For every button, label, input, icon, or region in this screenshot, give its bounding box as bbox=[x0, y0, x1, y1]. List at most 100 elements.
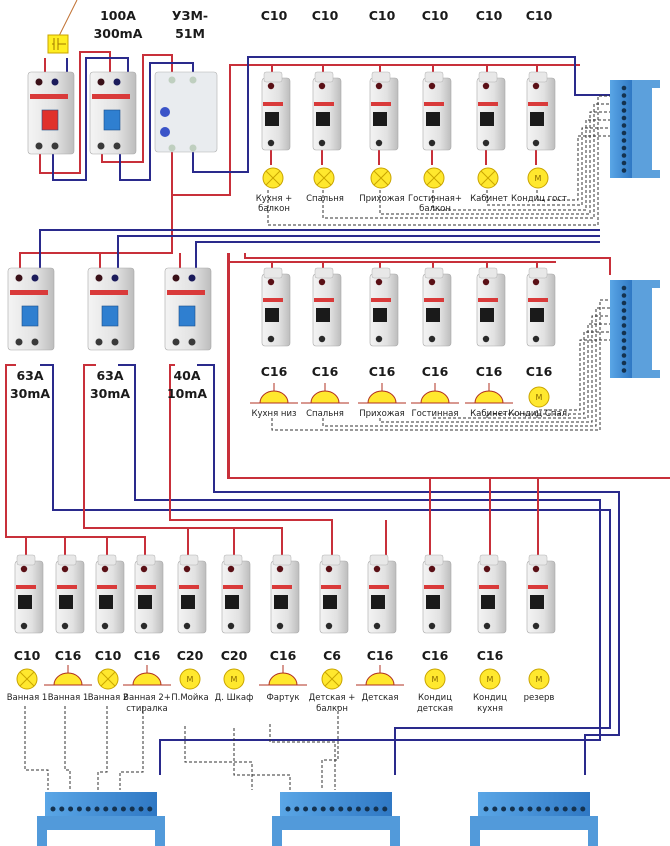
breaker-brand-strip bbox=[479, 585, 499, 589]
main-breaker[interactable] bbox=[27, 71, 75, 155]
breaker-toggle[interactable] bbox=[373, 112, 387, 126]
bottom-breaker-11[interactable] bbox=[526, 554, 556, 634]
breaker-toggle[interactable] bbox=[530, 308, 544, 322]
bottom-load-icon-1 bbox=[44, 665, 92, 686]
breaker-top bbox=[136, 554, 156, 566]
bottom-load-icon-3 bbox=[123, 665, 171, 686]
top-phase-bus bbox=[171, 64, 580, 196]
bottom-load-icon-10: M bbox=[479, 668, 501, 690]
top-breaker-5[interactable] bbox=[526, 71, 556, 151]
busbar-screw bbox=[355, 806, 361, 812]
main-rcd[interactable] bbox=[89, 71, 137, 155]
busbar-screw bbox=[621, 330, 627, 336]
busbar-screw bbox=[621, 345, 627, 351]
bottom-breaker-4[interactable] bbox=[177, 554, 207, 634]
top-breaker-4[interactable] bbox=[476, 71, 506, 151]
breaker-toggle[interactable] bbox=[265, 308, 279, 322]
bottom-load-label: Кондиц bbox=[473, 693, 507, 703]
breaker-toggle[interactable] bbox=[274, 595, 288, 609]
top-breaker-2[interactable] bbox=[369, 71, 399, 151]
rcd-handle[interactable] bbox=[41, 109, 59, 131]
ground-mid-1 bbox=[322, 307, 610, 427]
rcd-1[interactable] bbox=[87, 267, 135, 351]
relay-label-1: УЗМ- bbox=[172, 8, 208, 23]
bottom-load-label: Детская bbox=[362, 693, 399, 703]
rcd-brand-strip bbox=[92, 94, 130, 99]
breaker-toggle[interactable] bbox=[18, 595, 32, 609]
bottom-breaker-2[interactable] bbox=[95, 554, 125, 634]
breaker-toggle[interactable] bbox=[480, 112, 494, 126]
rcd-handle[interactable] bbox=[178, 305, 196, 327]
ground-mid-4 bbox=[486, 331, 610, 418]
busbar-bracket bbox=[470, 816, 598, 846]
bottom-load-label: Ванная 2 bbox=[88, 693, 129, 703]
terminal-bottom bbox=[428, 335, 436, 343]
bottom-load-icon-2 bbox=[97, 668, 119, 690]
breaker-top bbox=[478, 71, 498, 83]
breaker-toggle[interactable] bbox=[99, 595, 113, 609]
ground-bot-3 bbox=[119, 706, 144, 790]
busbar-bottom-left bbox=[37, 792, 165, 846]
mid-load-label: Прихожая bbox=[359, 409, 405, 419]
mid-breaker-0[interactable] bbox=[261, 267, 291, 347]
breaker-brand-strip bbox=[97, 585, 117, 589]
voltage-relay[interactable] bbox=[154, 71, 218, 153]
mid-breaker-4[interactable] bbox=[476, 267, 506, 347]
ground-mid-0 bbox=[271, 299, 610, 431]
breaker-toggle[interactable] bbox=[265, 112, 279, 126]
breaker-toggle[interactable] bbox=[225, 595, 239, 609]
breaker-toggle[interactable] bbox=[323, 595, 337, 609]
rcd-handle[interactable] bbox=[103, 109, 121, 131]
breaker-top bbox=[263, 71, 283, 83]
bottom-breaker-rating: C10 bbox=[95, 648, 122, 663]
breaker-brand-strip bbox=[528, 585, 548, 589]
breaker-toggle[interactable] bbox=[371, 595, 385, 609]
breaker-toggle[interactable] bbox=[481, 595, 495, 609]
relay-knob[interactable] bbox=[160, 107, 170, 117]
breaker-toggle[interactable] bbox=[480, 308, 494, 322]
breaker-top bbox=[16, 554, 36, 566]
breaker-top bbox=[97, 554, 117, 566]
terminal-bottom bbox=[61, 622, 69, 630]
bottom-breaker-5[interactable] bbox=[221, 554, 251, 634]
busbar-screw bbox=[621, 168, 627, 173]
breaker-toggle[interactable] bbox=[530, 112, 544, 126]
breaker-toggle[interactable] bbox=[59, 595, 73, 609]
bottom-breaker-7[interactable] bbox=[319, 554, 349, 634]
breaker-toggle[interactable] bbox=[426, 112, 440, 126]
breaker-toggle[interactable] bbox=[316, 308, 330, 322]
breaker-toggle[interactable] bbox=[426, 308, 440, 322]
breaker-toggle[interactable] bbox=[316, 112, 330, 126]
mid-breaker-2[interactable] bbox=[369, 267, 399, 347]
terminal-bottom bbox=[373, 622, 381, 630]
motor-icon bbox=[528, 668, 550, 690]
top-breaker-0[interactable] bbox=[261, 71, 291, 151]
bottom-breaker-6[interactable] bbox=[270, 554, 300, 634]
rcd-2[interactable] bbox=[164, 267, 212, 351]
top-breaker-3[interactable] bbox=[422, 71, 452, 151]
bottom-breaker-0[interactable] bbox=[14, 554, 44, 634]
bottom-breaker-3[interactable] bbox=[134, 554, 164, 634]
rcd-0[interactable] bbox=[7, 267, 55, 351]
mid-breaker-3[interactable] bbox=[422, 267, 452, 347]
busbar-screw bbox=[129, 806, 135, 812]
terminal-bottom bbox=[482, 335, 490, 343]
top-breaker-1[interactable] bbox=[312, 71, 342, 151]
breaker-toggle[interactable] bbox=[181, 595, 195, 609]
breaker-toggle[interactable] bbox=[530, 595, 544, 609]
bottom-breaker-9[interactable] bbox=[422, 554, 452, 634]
bottom-breaker-1[interactable] bbox=[55, 554, 85, 634]
rcd-handle[interactable] bbox=[101, 305, 119, 327]
bottom-load-label-2: стиралка bbox=[126, 704, 168, 714]
terminal-bottom bbox=[482, 139, 490, 147]
breaker-toggle[interactable] bbox=[426, 595, 440, 609]
relay-knob[interactable] bbox=[160, 127, 170, 137]
bottom-breaker-10[interactable] bbox=[477, 554, 507, 634]
rcd-handle[interactable] bbox=[21, 305, 39, 327]
mid-breaker-1[interactable] bbox=[312, 267, 342, 347]
bottom-breaker-8[interactable] bbox=[367, 554, 397, 634]
mid-breaker-5[interactable] bbox=[526, 267, 556, 347]
breaker-toggle[interactable] bbox=[373, 308, 387, 322]
breaker-toggle[interactable] bbox=[138, 595, 152, 609]
